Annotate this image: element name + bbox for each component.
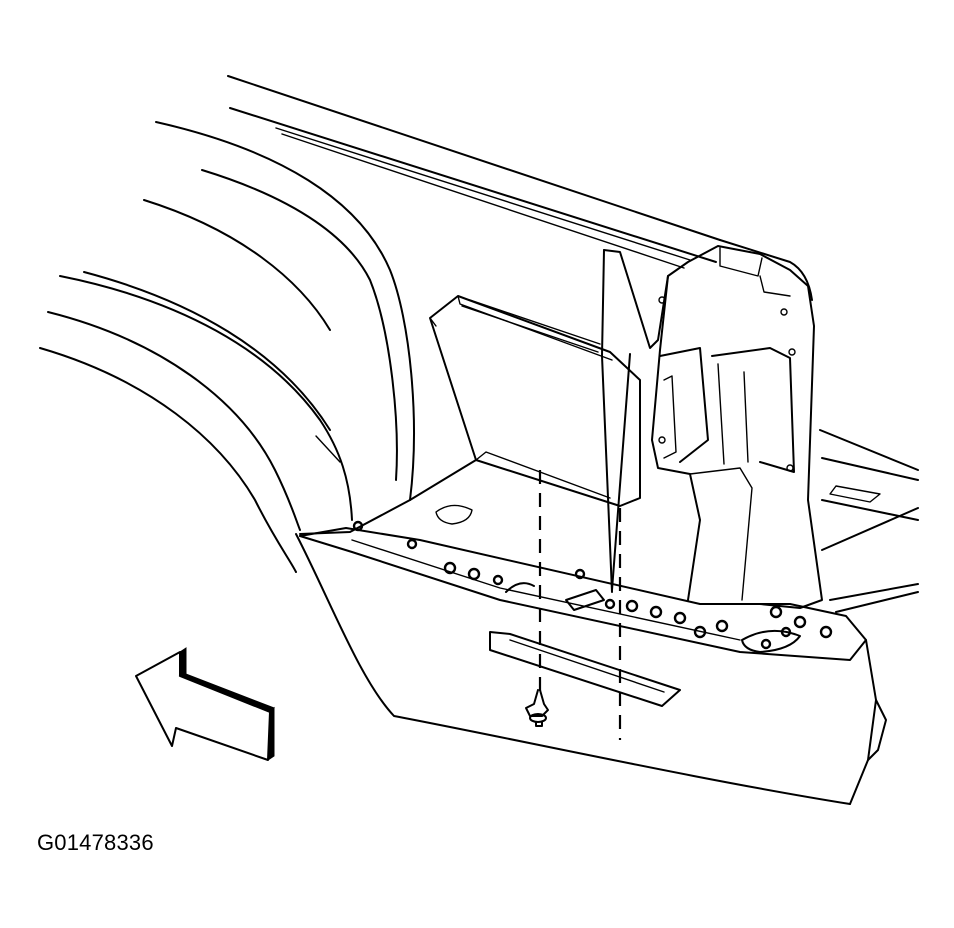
quarter-panel-lower: [295, 533, 851, 805]
tailgate-pillar: [601, 245, 823, 609]
figure-id-label: G01478336: [37, 830, 154, 855]
inner-bed-panel: [429, 295, 641, 507]
bed-floor: [299, 459, 477, 535]
push-pin-retainer-icon: [525, 689, 549, 727]
forward-direction-arrow-icon: [135, 647, 275, 761]
fastener-alignment-lines: [538, 470, 622, 740]
rear-bumper: [299, 520, 887, 805]
fender-contour-lines: [39, 121, 415, 573]
right-bed-floor: [819, 429, 919, 613]
bed-side-rail: [227, 75, 813, 301]
